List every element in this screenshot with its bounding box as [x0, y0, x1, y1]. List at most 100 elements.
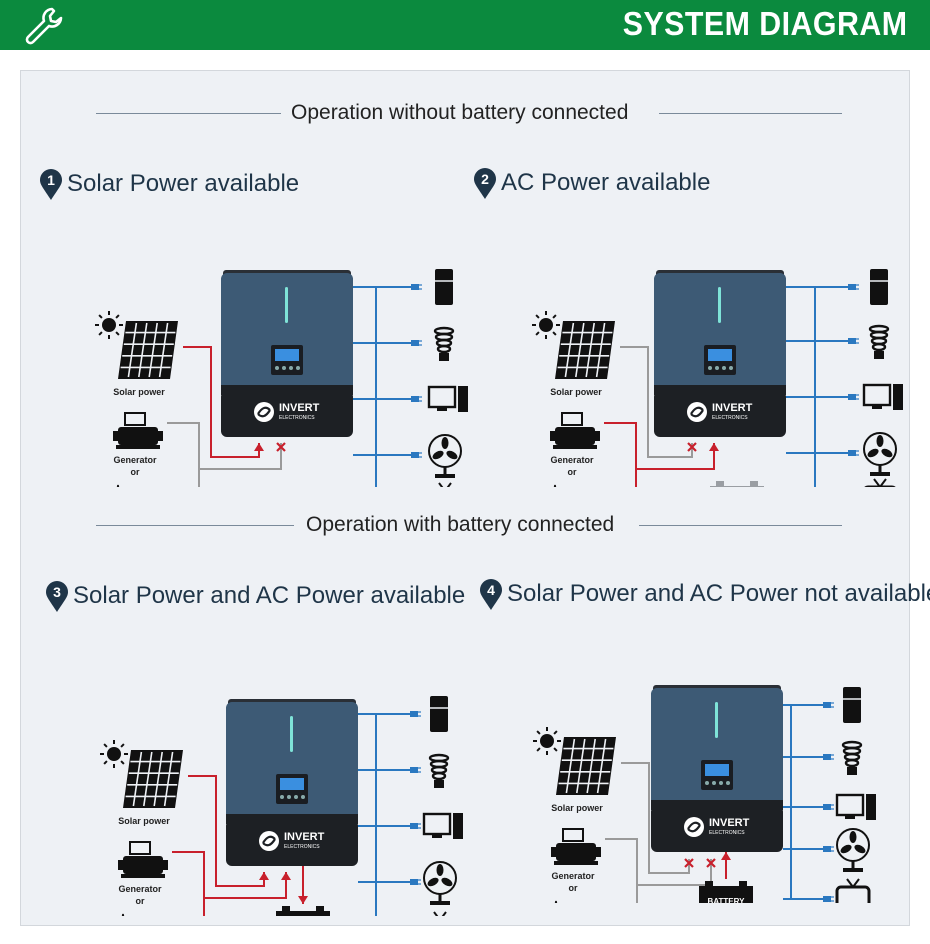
sun-core: [102, 318, 116, 332]
solar-panel-icon: [555, 321, 615, 379]
fan-blade: [446, 450, 458, 460]
sun-ray: [535, 314, 540, 319]
generator-end: [550, 431, 556, 441]
solar-wire: [183, 346, 260, 458]
generator-icon: [551, 828, 601, 865]
brand-name: INVERT: [279, 402, 320, 414]
sun-icon: [100, 740, 128, 768]
inverter-body: [654, 273, 786, 391]
solar-label: Solar power: [551, 803, 603, 813]
inverter-base-join: [226, 814, 358, 824]
brand-sub: ELECTRONICS: [712, 415, 748, 421]
plug-icon: [411, 284, 419, 290]
number-pin-label: 2: [481, 171, 489, 187]
generator-icon: [113, 412, 163, 449]
lcd-button: [715, 366, 719, 370]
plug-icon: [410, 879, 418, 885]
fridge-icon: [435, 269, 453, 305]
page-title: SYSTEM DIAGRAM: [623, 5, 908, 42]
home-appliances: [862, 269, 903, 487]
bulb-icon: [433, 326, 455, 361]
bulb-base: [439, 353, 449, 361]
generator-end: [157, 431, 163, 441]
generator-body: [123, 856, 163, 874]
divider-line: [96, 525, 294, 526]
fan-blade: [427, 877, 439, 887]
lcd-screen: [705, 764, 729, 776]
sun-ray: [98, 331, 103, 336]
tv-icon: [835, 878, 871, 903]
lcd-screen: [280, 778, 304, 790]
solar-wire: [620, 346, 693, 458]
solar-wire: [188, 775, 265, 887]
generator-label: Generator: [118, 884, 162, 894]
generator-end: [113, 431, 119, 441]
solar-panel-frame: [123, 750, 183, 808]
generator-top: [129, 841, 151, 855]
blocked-x-icon: [687, 442, 697, 452]
section-label: Operation without battery connected: [291, 101, 629, 124]
inverter-base-join: [221, 385, 353, 395]
tower: [893, 384, 903, 410]
solar-label: Solar power: [113, 387, 165, 397]
lcd-button: [705, 781, 709, 785]
sun-core: [539, 318, 553, 332]
diagram-title: AC Power available: [501, 169, 711, 196]
fan-icon: [428, 434, 462, 478]
or-label: or: [136, 896, 145, 906]
solar-panel-frame: [118, 321, 178, 379]
diagram-content: Solar powerGeneratororINVERTELECTRONICSB…: [100, 696, 463, 916]
fan-icon: [863, 432, 897, 476]
generator-body: [555, 427, 595, 445]
brand-name: INVERT: [284, 831, 325, 843]
plug-icon: [410, 823, 418, 829]
tv-icon: [433, 911, 447, 916]
lcd-button: [280, 795, 284, 799]
system-diagram-4: Solar powerGeneratororINVERTELECTRONICSB…: [533, 685, 876, 903]
plug-icon: [410, 767, 418, 773]
generator-base: [121, 874, 165, 878]
brand-sub: ELECTRONICS: [709, 830, 745, 836]
grid-bracket: [604, 422, 637, 487]
utility-grid-icon: [553, 484, 557, 487]
battery-body: [276, 911, 330, 916]
computer-icon: [835, 793, 876, 820]
diagram-title: Solar Power and AC Power not available: [507, 580, 930, 607]
generator-base: [553, 445, 597, 449]
monitor: [862, 383, 892, 407]
solar-panel-icon: [123, 750, 183, 808]
fan-icon: [423, 861, 457, 905]
brand-logo-mark: [690, 406, 704, 418]
number-pin-label: 1: [47, 172, 55, 188]
generator-body: [118, 427, 158, 445]
monitor: [422, 812, 452, 836]
generator-icon: [118, 841, 168, 878]
battery-terminal: [705, 881, 713, 886]
generator-end: [118, 860, 124, 870]
divider-line: [639, 525, 842, 526]
sun-ray: [115, 331, 120, 336]
battery-icon: BATTERY: [276, 906, 330, 916]
fan-blade: [867, 448, 879, 458]
arrow-head: [259, 872, 269, 880]
bulb-icon: [428, 753, 450, 788]
inverter-base-join: [654, 385, 786, 395]
fan-blade: [876, 435, 884, 447]
pylon: [116, 484, 120, 487]
bulb-coil: [844, 758, 860, 768]
sun-ray: [120, 743, 125, 748]
utility-grid-icon: [554, 900, 558, 903]
monitor: [835, 793, 865, 817]
system-diagram-2: Solar powerGeneratororINVERTELECTRONICSB…: [532, 269, 903, 487]
fan-base: [430, 901, 450, 905]
tv-antenna: [441, 911, 447, 916]
plug-icon: [823, 702, 831, 708]
generator-end: [594, 431, 600, 441]
arrow-head: [721, 852, 731, 860]
tv-antenna: [433, 911, 439, 916]
fan-base: [843, 868, 863, 872]
inverter-body: [651, 688, 783, 806]
plug-icon: [410, 711, 418, 717]
battery-body: [699, 886, 753, 903]
sun-ray: [103, 760, 108, 765]
